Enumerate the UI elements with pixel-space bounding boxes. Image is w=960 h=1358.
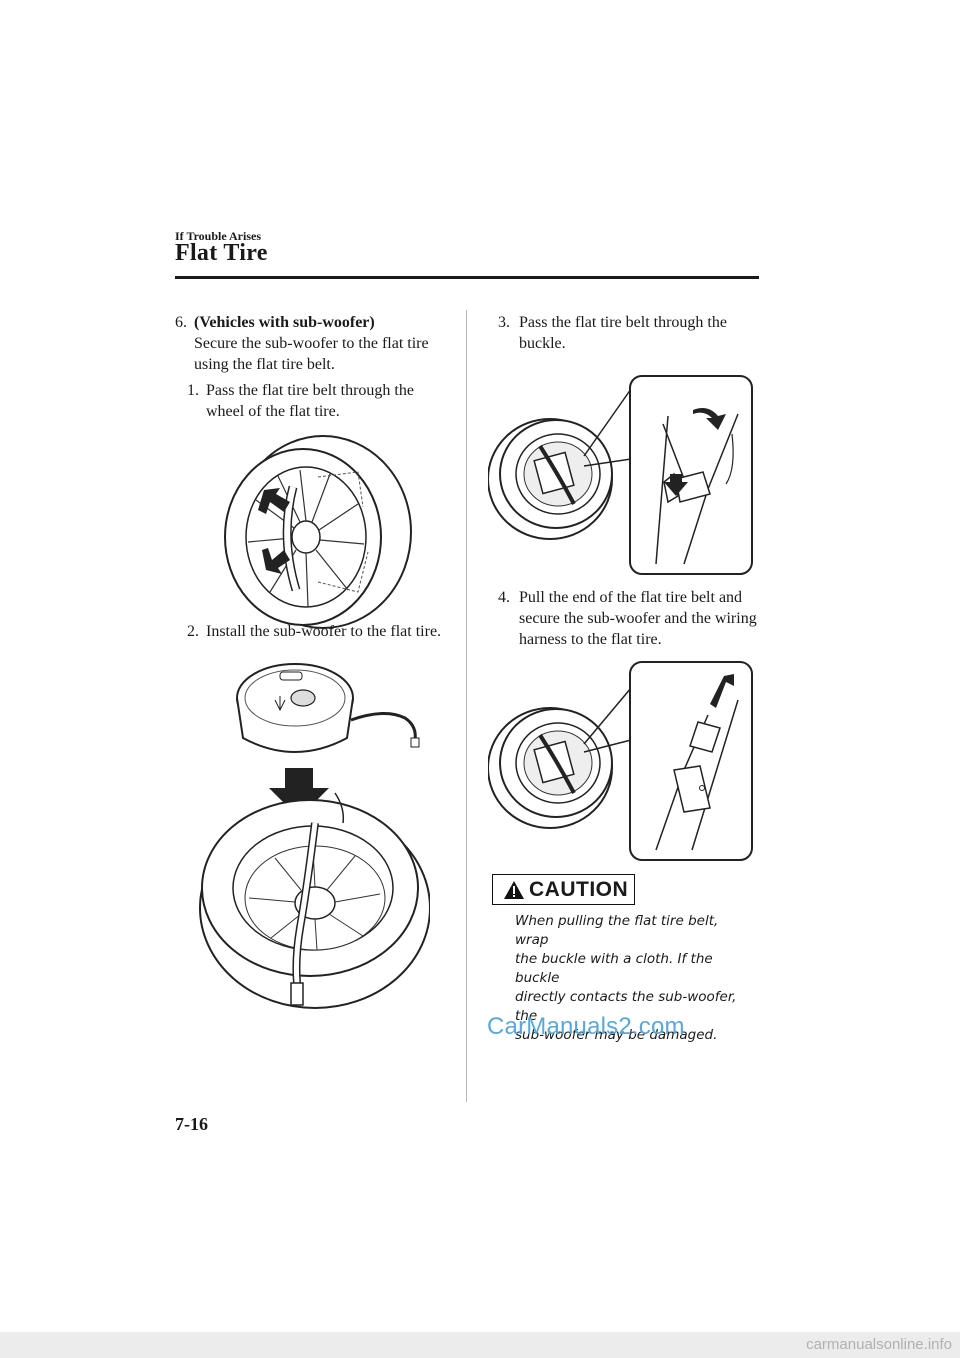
step-6-text-line2: using the flat tire belt. [194,356,335,373]
arrow-icon [262,548,290,574]
substep-1-line2: wheel of the flat tire. [206,403,340,420]
column-divider [466,310,467,1102]
substep-1-number: 1. [187,382,199,399]
step-6-text-line1: Secure the sub-woofer to the flat tire [194,335,429,352]
arrow-icon [258,488,290,514]
title-rule [175,276,759,279]
substep-3-line2: buckle. [519,335,566,352]
substep-4-line3: harness to the flat tire. [519,631,662,648]
caution-text: When pulling the flat tire belt, wrap th… [515,912,755,1045]
caution-line: directly contacts the sub-woofer, the [515,989,737,1024]
watermark-carmanuals2: CarManuals2.com [487,1013,685,1040]
step-6-number: 6. [175,314,187,331]
caution-line: sub-woofer may be damaged. [515,1027,718,1043]
substep-4-number: 4. [498,589,510,606]
substep-1-line1: Pass the flat tire belt through the [206,382,414,399]
figure-belt-through-buckle [488,375,753,575]
substep-4-line1: Pull the end of the flat tire belt and [519,589,743,606]
caution-line: When pulling the flat tire belt, wrap [515,913,719,948]
arrow-icon [693,408,726,430]
page-title: Flat Tire [175,240,268,266]
substep-2-line1: Install the sub-woofer to the flat tire. [206,623,442,640]
substep-3-number: 3. [498,314,510,331]
page-number: 7-16 [175,1114,208,1134]
caution-box: CAUTION [492,874,635,905]
substep-2-number: 2. [187,623,199,640]
step-6-heading: (Vehicles with sub-woofer) [194,314,375,331]
figure-install-subwoofer [199,663,430,1009]
arrow-icon [710,674,734,708]
arrow-icon [269,768,329,818]
warning-triangle-icon [504,880,524,899]
caution-line: the buckle with a cloth. If the buckle [515,951,713,986]
footer-watermark-bar: carmanualsonline.info [0,1332,960,1358]
section-label: If Trouble Arises [175,229,262,243]
substep-3-line1: Pass the flat tire belt through the [519,314,727,331]
caution-label: CAUTION [529,877,629,901]
figure-belt-through-wheel [224,435,412,629]
figure-pull-belt [488,661,753,861]
arrow-icon [664,474,688,496]
substep-4-line2: secure the sub-woofer and the wiring [519,610,757,627]
site-watermark: carmanualsonline.info [806,1336,952,1353]
